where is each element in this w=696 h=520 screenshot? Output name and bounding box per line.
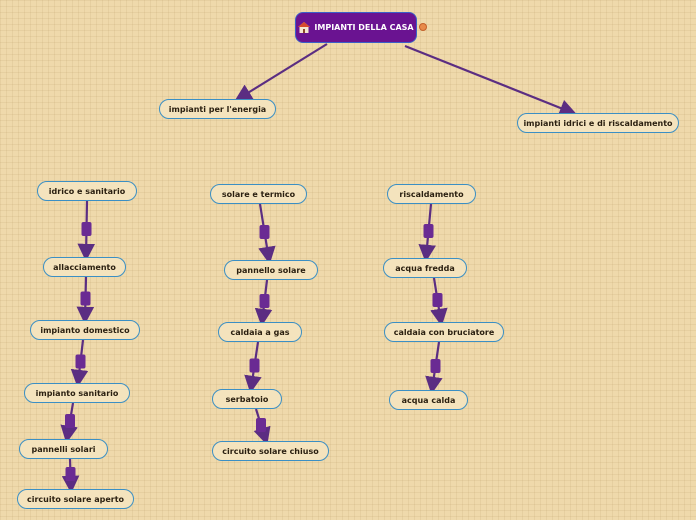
root-label: IMPIANTI DELLA CASA: [314, 23, 414, 32]
node-allacciamento[interactable]: allacciamento: [43, 257, 126, 277]
connector-handle-col0-2[interactable]: [75, 354, 86, 369]
connector-handle-col1-2[interactable]: [249, 358, 260, 373]
branch-energy[interactable]: impianti per l'energia: [159, 99, 276, 119]
collapse-toggle-icon[interactable]: [419, 23, 427, 31]
node-acqua-fredda[interactable]: acqua fredda: [383, 258, 467, 278]
connector-root-water: [404, 44, 578, 117]
node-solare-termico[interactable]: solare e termico: [210, 184, 307, 204]
root-topic[interactable]: IMPIANTI DELLA CASA: [295, 12, 417, 43]
connector-handle-col0-4[interactable]: [65, 467, 76, 481]
node-caldaia-bruciatore[interactable]: caldaia con bruciatore: [384, 322, 504, 342]
connector-handle-col1-0[interactable]: [259, 225, 270, 239]
connector-handle-col2-0[interactable]: [423, 224, 434, 238]
connector-root-energy: [234, 43, 328, 102]
node-idrico-sanitario[interactable]: idrico e sanitario: [37, 181, 137, 201]
connector-handle-col0-3[interactable]: [65, 414, 75, 428]
connector-handle-col1-1[interactable]: [259, 294, 270, 308]
node-pannelli-solari[interactable]: pannelli solari: [19, 439, 108, 459]
node-pannello-solare[interactable]: pannello solare: [224, 260, 318, 280]
connector-handle-col2-1[interactable]: [432, 293, 443, 307]
node-impianto-sanitario[interactable]: impianto sanitario: [24, 383, 130, 403]
node-riscaldamento[interactable]: riscaldamento: [387, 184, 476, 204]
connector-handle-col1-3[interactable]: [256, 418, 266, 432]
node-circuito-solare-aperto[interactable]: circuito solare aperto: [17, 489, 134, 509]
connector-handle-col2-2[interactable]: [430, 359, 441, 373]
node-circuito-solare-chiuso[interactable]: circuito solare chiuso: [212, 441, 329, 461]
node-acqua-calda[interactable]: acqua calda: [389, 390, 468, 410]
connector-handle-col0-0[interactable]: [81, 222, 92, 236]
node-impianto-domestico[interactable]: impianto domestico: [30, 320, 140, 340]
house-icon: [298, 22, 311, 33]
branch-water-heating[interactable]: impianti idrici e di riscaldamento: [517, 113, 679, 133]
connector-handle-col0-1[interactable]: [80, 291, 91, 306]
node-caldaia-gas[interactable]: caldaia a gas: [218, 322, 302, 342]
node-serbatoio[interactable]: serbatoio: [212, 389, 282, 409]
